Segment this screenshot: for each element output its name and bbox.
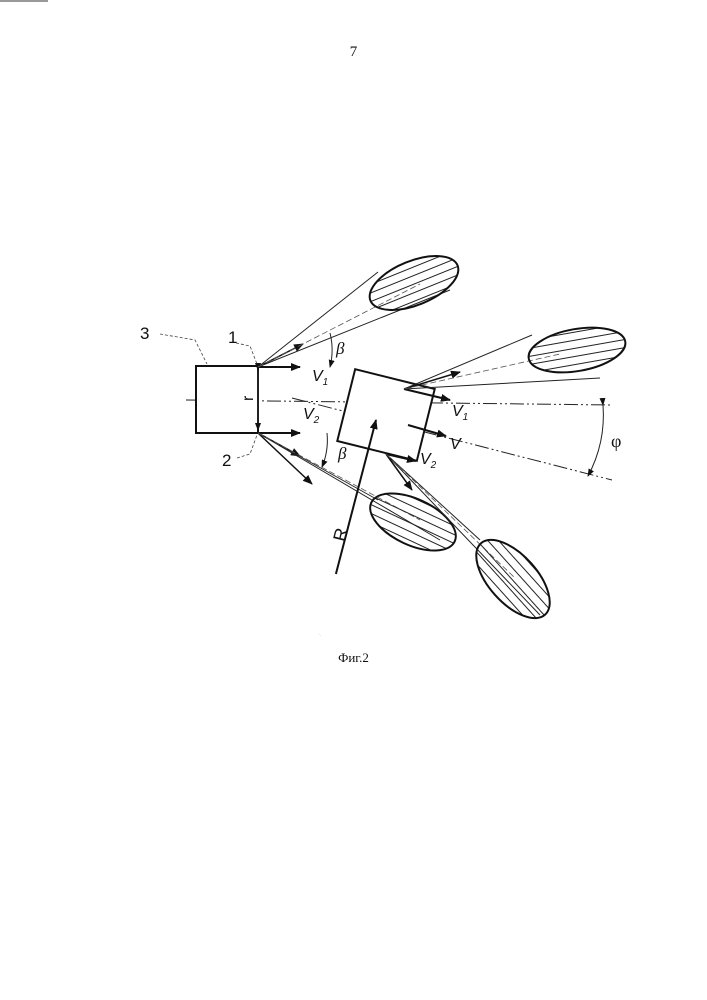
leader-1 [236,343,257,364]
jet-upper-arrow [258,344,303,367]
figure-2-diagram: 3 1 2 r R β β φ V1 V2 V1 V V2 [0,0,707,700]
label-phi: φ [611,431,621,451]
label-v1-rotated: V1 [452,403,468,423]
figure-caption: Фиг.2 [0,650,707,666]
label-r: r [240,395,257,401]
leader-2 [237,435,257,458]
label-v2-rotated: V2 [420,451,437,471]
phi-angle-arc [588,405,603,476]
label-body-3: 3 [140,324,149,343]
label-v-total: V [450,436,462,453]
jet-spot-upper [362,245,466,321]
leader-3 [160,334,207,364]
label-nozzle-2: 2 [222,451,231,470]
label-v2-initial: V2 [303,406,320,426]
jet-cone-upper-a [258,272,378,367]
jet-spot-upper-rotated [525,321,629,379]
label-beta-lower: β [337,444,347,463]
body-rotated [337,369,434,461]
beta-arc-lower [322,433,327,467]
label-nozzle-1: 1 [228,328,237,347]
label-beta-upper: β [335,339,345,358]
jet-spot-lower [362,482,465,563]
label-v1-initial: V1 [312,368,328,388]
